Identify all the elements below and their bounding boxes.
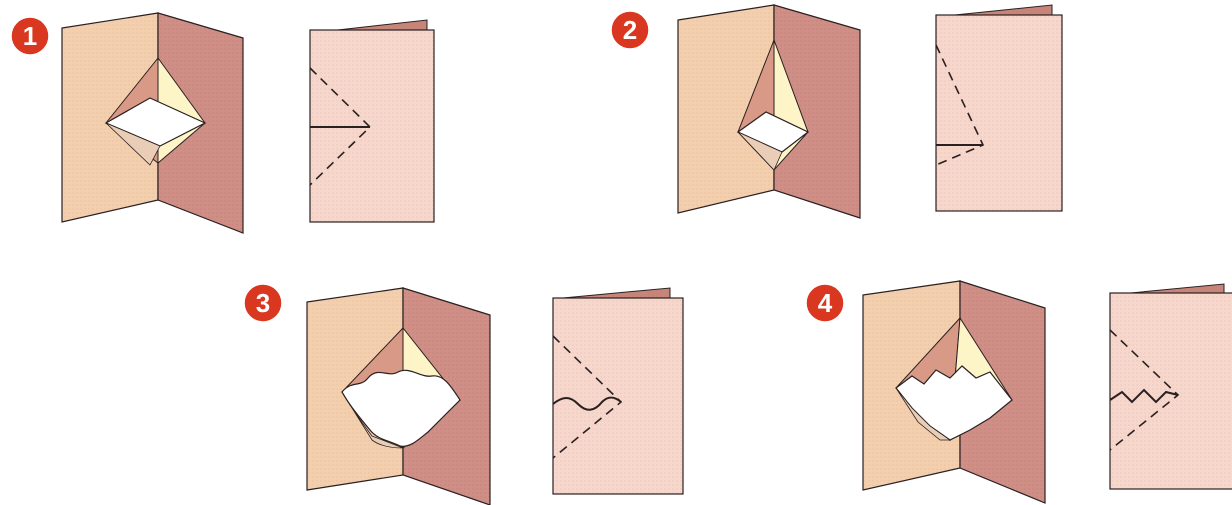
- step-number-badge: 1: [11, 17, 49, 55]
- svg-text:3: 3: [256, 288, 270, 318]
- svg-text:1: 1: [23, 21, 37, 51]
- step-number-badge: 4: [806, 284, 844, 322]
- folded-card-template: [1110, 284, 1232, 489]
- folded-card-template: [310, 20, 434, 222]
- open-card-popup: [863, 281, 1045, 503]
- svg-text:4: 4: [818, 288, 833, 318]
- open-card-popup: [678, 5, 860, 218]
- folded-card-template: [936, 5, 1062, 211]
- step-number-badge: 2: [611, 11, 649, 49]
- step-number-badge: 3: [244, 284, 282, 322]
- svg-text:2: 2: [623, 15, 637, 45]
- step-4: 4: [806, 281, 1232, 503]
- step-1: 1: [11, 13, 434, 233]
- open-card-popup: [62, 13, 243, 233]
- folded-card-template: [553, 288, 683, 494]
- step-2: 2: [611, 5, 1062, 218]
- open-card-popup: [307, 288, 490, 505]
- step-3: 3: [244, 284, 683, 505]
